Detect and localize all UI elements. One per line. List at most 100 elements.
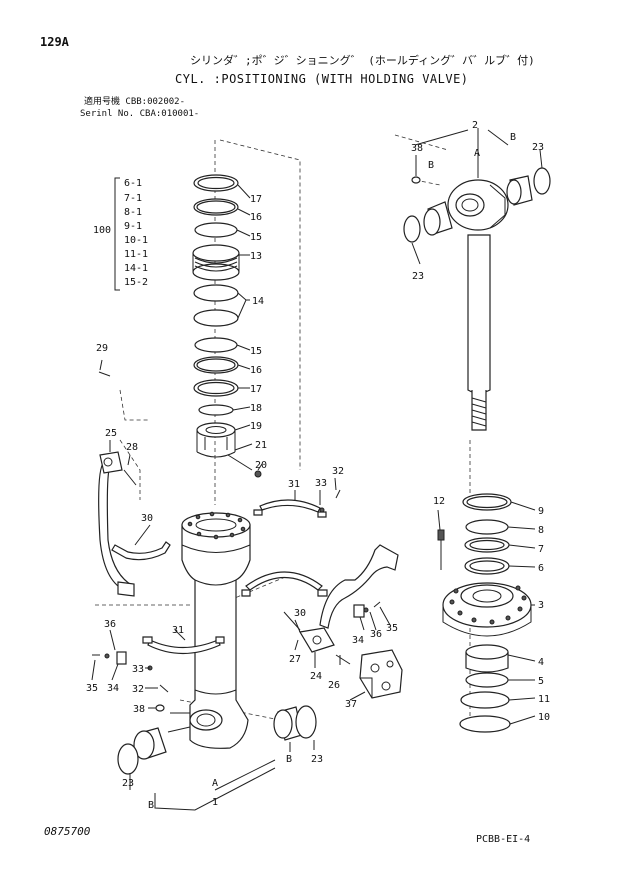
title-english: CYL. :POSITIONING (WITH HOLDING VALVE) [175,72,469,86]
o-ring-15-top [194,222,238,238]
washer-33-upper [319,507,325,513]
callout: B [428,160,434,171]
wear-ring-14-a [193,284,239,302]
page-code: PCBB-EI-4 [476,834,531,845]
callout: A [212,778,218,789]
callout: 32 [132,684,144,695]
callout: 8 [538,525,544,536]
callout: 20 [255,460,267,471]
callout: 17 [250,194,262,205]
callout: 25 [105,428,117,439]
callout: B [286,754,292,765]
title-japanese: シリンダ゛;ポ゛ジ゛ショニング゛ (ホールディング゛バ゛ルブ゛付) [190,54,535,67]
callout: 23 [532,142,544,153]
nut [196,422,236,458]
clamp-band-lower [142,636,225,654]
kit-item: 11-1 [124,249,148,260]
bolt-32-upper [335,489,341,499]
fitting-38-top [411,176,421,184]
serial-number-line: Serinl No. CBA:010001- [80,109,200,119]
callout: 4 [538,657,544,668]
bushing-right-bottom [273,705,317,741]
callout: 10 [538,712,550,723]
callout: 18 [250,403,262,414]
drawing-number: 0875700 [44,825,91,838]
callout: 7 [538,544,544,555]
ball-20 [254,470,262,478]
bolt-27 [283,611,301,631]
callout: 30 [294,608,306,619]
holding-valve [359,649,403,699]
clamp-band-middle [241,571,328,597]
callout: 1 [212,797,218,808]
set-screw-21 [227,454,253,471]
callout: 23 [122,778,134,789]
kit-item: 7-1 [124,193,142,204]
callout: 21 [255,440,267,451]
callout: 17 [250,384,262,395]
seal-5 [465,672,509,688]
o-ring-15-bottom [194,337,238,353]
callout: 31 [172,625,184,636]
callout: 36 [104,619,116,630]
callout: 34 [352,635,364,646]
washer-36-left [104,653,110,659]
bolt-35-right [373,601,381,608]
callout: 26 [328,680,340,691]
callout: 13 [250,251,262,262]
page-number: 129A [40,35,69,49]
ring-11 [460,691,510,709]
seal-23-right-bottom [295,705,317,739]
callout: B [510,132,516,143]
kit-item: 10-1 [124,235,148,246]
hose-left [98,451,137,597]
flange-24 [283,611,351,665]
bolt-29 [98,371,111,377]
callout: 11 [538,694,550,705]
rod-bushings [403,167,551,243]
cylinder-head [442,582,532,637]
callout: 30 [141,513,153,524]
bushing-left [117,727,167,775]
callout: 15 [250,232,262,243]
kit-bracket [114,177,120,291]
callout: B [148,800,154,811]
seal-23-rod-right [533,167,551,195]
washer-36-right [363,607,369,613]
callout-labels: 17 16 15 13 14 15 16 17 18 19 21 20 2 A … [86,120,550,811]
rod-seals [462,493,512,575]
callout: 27 [289,654,301,665]
callout: 9 [538,506,544,517]
wear-ring-14-b [193,309,239,327]
seal-stack [192,174,262,478]
leader-lines [91,128,543,811]
callout: 16 [250,212,262,223]
callout: A [474,148,480,159]
callout: 38 [133,704,145,715]
kit-list: 100 6-1 7-1 8-1 9-1 10-1 11-1 14-1 15-2 [93,177,148,291]
callout: 19 [250,421,262,432]
callout: 36 [370,629,382,640]
callout: 15 [250,346,262,357]
clamp-30-left [111,541,171,561]
head-seals [459,644,511,733]
bolt-32-lower [159,684,169,693]
kit-item: 15-2 [124,277,148,288]
seal-23-rod-left [403,215,421,243]
clamp-band-upper [253,499,327,518]
o-ring-10 [459,715,511,733]
callout: 35 [386,623,398,634]
callout: 5 [538,676,544,687]
pipe-right [319,544,399,629]
callout: 34 [107,683,119,694]
piston [192,244,240,281]
callout: 29 [96,343,108,354]
bolt-12 [437,529,445,570]
callout: 38 [411,143,423,154]
callout: 32 [332,466,344,477]
kit-item: 14-1 [124,263,148,274]
bolt-28 [123,469,137,486]
applicable-serial-line: 適用号機 CBB:002002- [84,97,186,107]
callout: 33 [315,478,327,489]
callout: 14 [252,296,264,307]
